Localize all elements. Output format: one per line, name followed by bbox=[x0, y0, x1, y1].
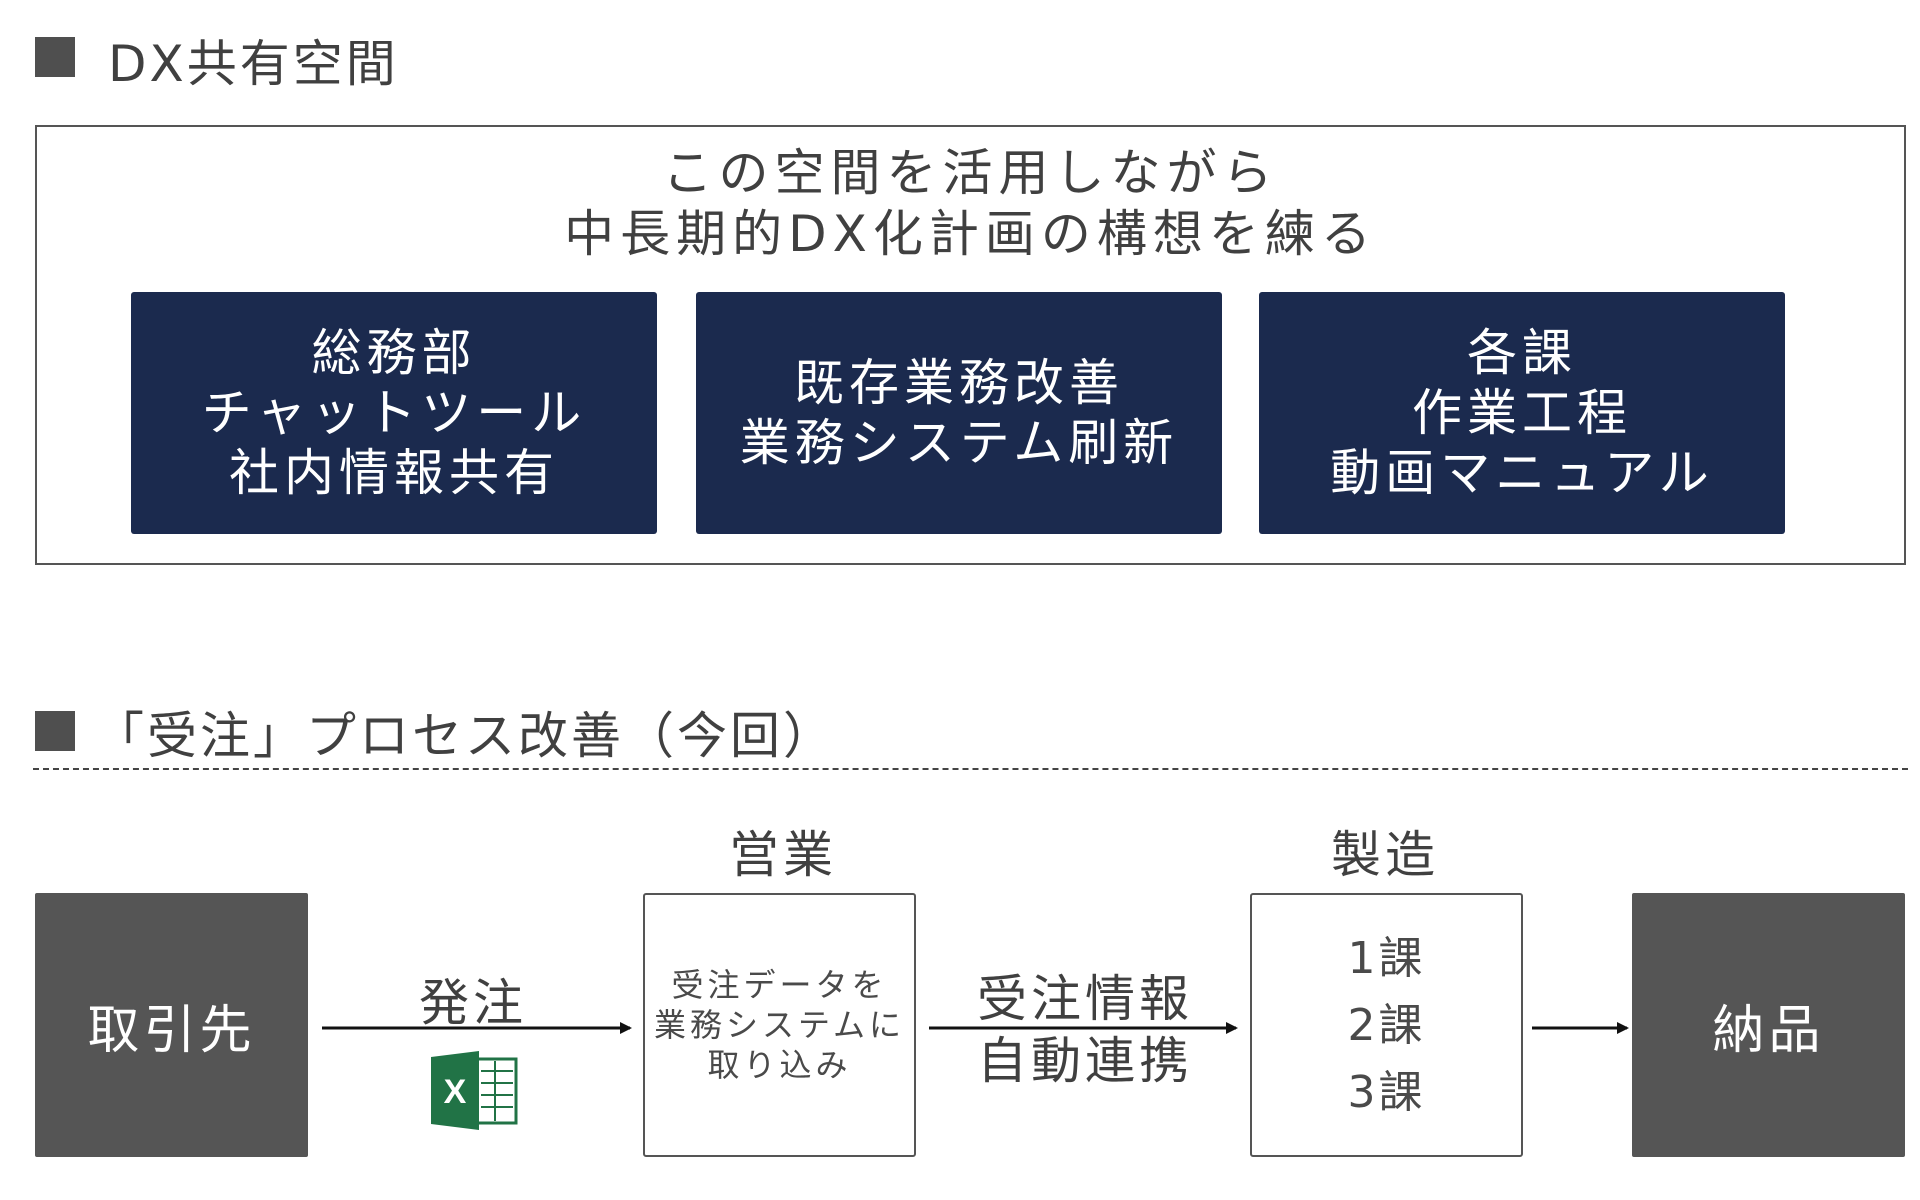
card-sections: 各課 作業工程 動画マニュアル bbox=[1259, 292, 1785, 534]
dx-space-intro: この空間を活用しながら 中長期的DX化計画の構想を練る bbox=[35, 143, 1906, 265]
sales-process-box: 受注データを 業務システムに 取り込み bbox=[643, 893, 916, 1157]
section2-heading: 「受注」プロセス改善（今回） bbox=[94, 707, 836, 765]
delivery-box: 納品 bbox=[1632, 893, 1905, 1157]
auto-link-label: 受注情報 自動連携 bbox=[955, 968, 1215, 1092]
sales-label: 営業 bbox=[729, 826, 837, 884]
sales-box-line: 業務システムに bbox=[653, 1006, 906, 1044]
section-item: 2課 bbox=[1347, 999, 1426, 1051]
section-divider bbox=[33, 768, 1908, 770]
section-marker-square bbox=[35, 711, 75, 751]
sales-box-line: 取り込み bbox=[707, 1046, 852, 1084]
sales-box-line: 受注データを bbox=[671, 966, 888, 1004]
dx-space-frame bbox=[35, 125, 1906, 565]
card-line: 業務システム刷新 bbox=[739, 414, 1179, 472]
card-line: 総務部 bbox=[311, 324, 477, 382]
card-line: 社内情報共有 bbox=[229, 444, 559, 502]
card-line: 作業工程 bbox=[1412, 384, 1632, 442]
section-marker-square bbox=[35, 37, 75, 77]
card-line: 各課 bbox=[1467, 324, 1577, 382]
intro-line-2: 中長期的DX化計画の構想を練る bbox=[564, 205, 1377, 263]
card-business-improvement: 既存業務改善 業務システム刷新 bbox=[696, 292, 1222, 534]
intro-line-1: この空間を活用しながら bbox=[662, 144, 1279, 202]
client-box: 取引先 bbox=[35, 893, 308, 1157]
card-general-affairs: 総務部 チャットツール 社内情報共有 bbox=[131, 292, 657, 534]
section-item: 3課 bbox=[1347, 1066, 1426, 1118]
manufacturing-label: 製造 bbox=[1331, 826, 1439, 884]
excel-letter: X bbox=[444, 1073, 467, 1111]
order-label: 発注 bbox=[419, 974, 527, 1032]
section1-heading: DX共有空間 bbox=[108, 35, 399, 93]
manufacturing-box: 1課 2課 3課 bbox=[1250, 893, 1523, 1157]
excel-icon: X bbox=[431, 1051, 518, 1130]
card-line: 既存業務改善 bbox=[794, 354, 1124, 412]
card-line: 動画マニュアル bbox=[1330, 444, 1714, 502]
auto-link-line: 受注情報 bbox=[977, 970, 1193, 1028]
card-line: チャットツール bbox=[201, 384, 587, 442]
section-item: 1課 bbox=[1347, 932, 1426, 984]
auto-link-line: 自動連携 bbox=[977, 1032, 1193, 1090]
